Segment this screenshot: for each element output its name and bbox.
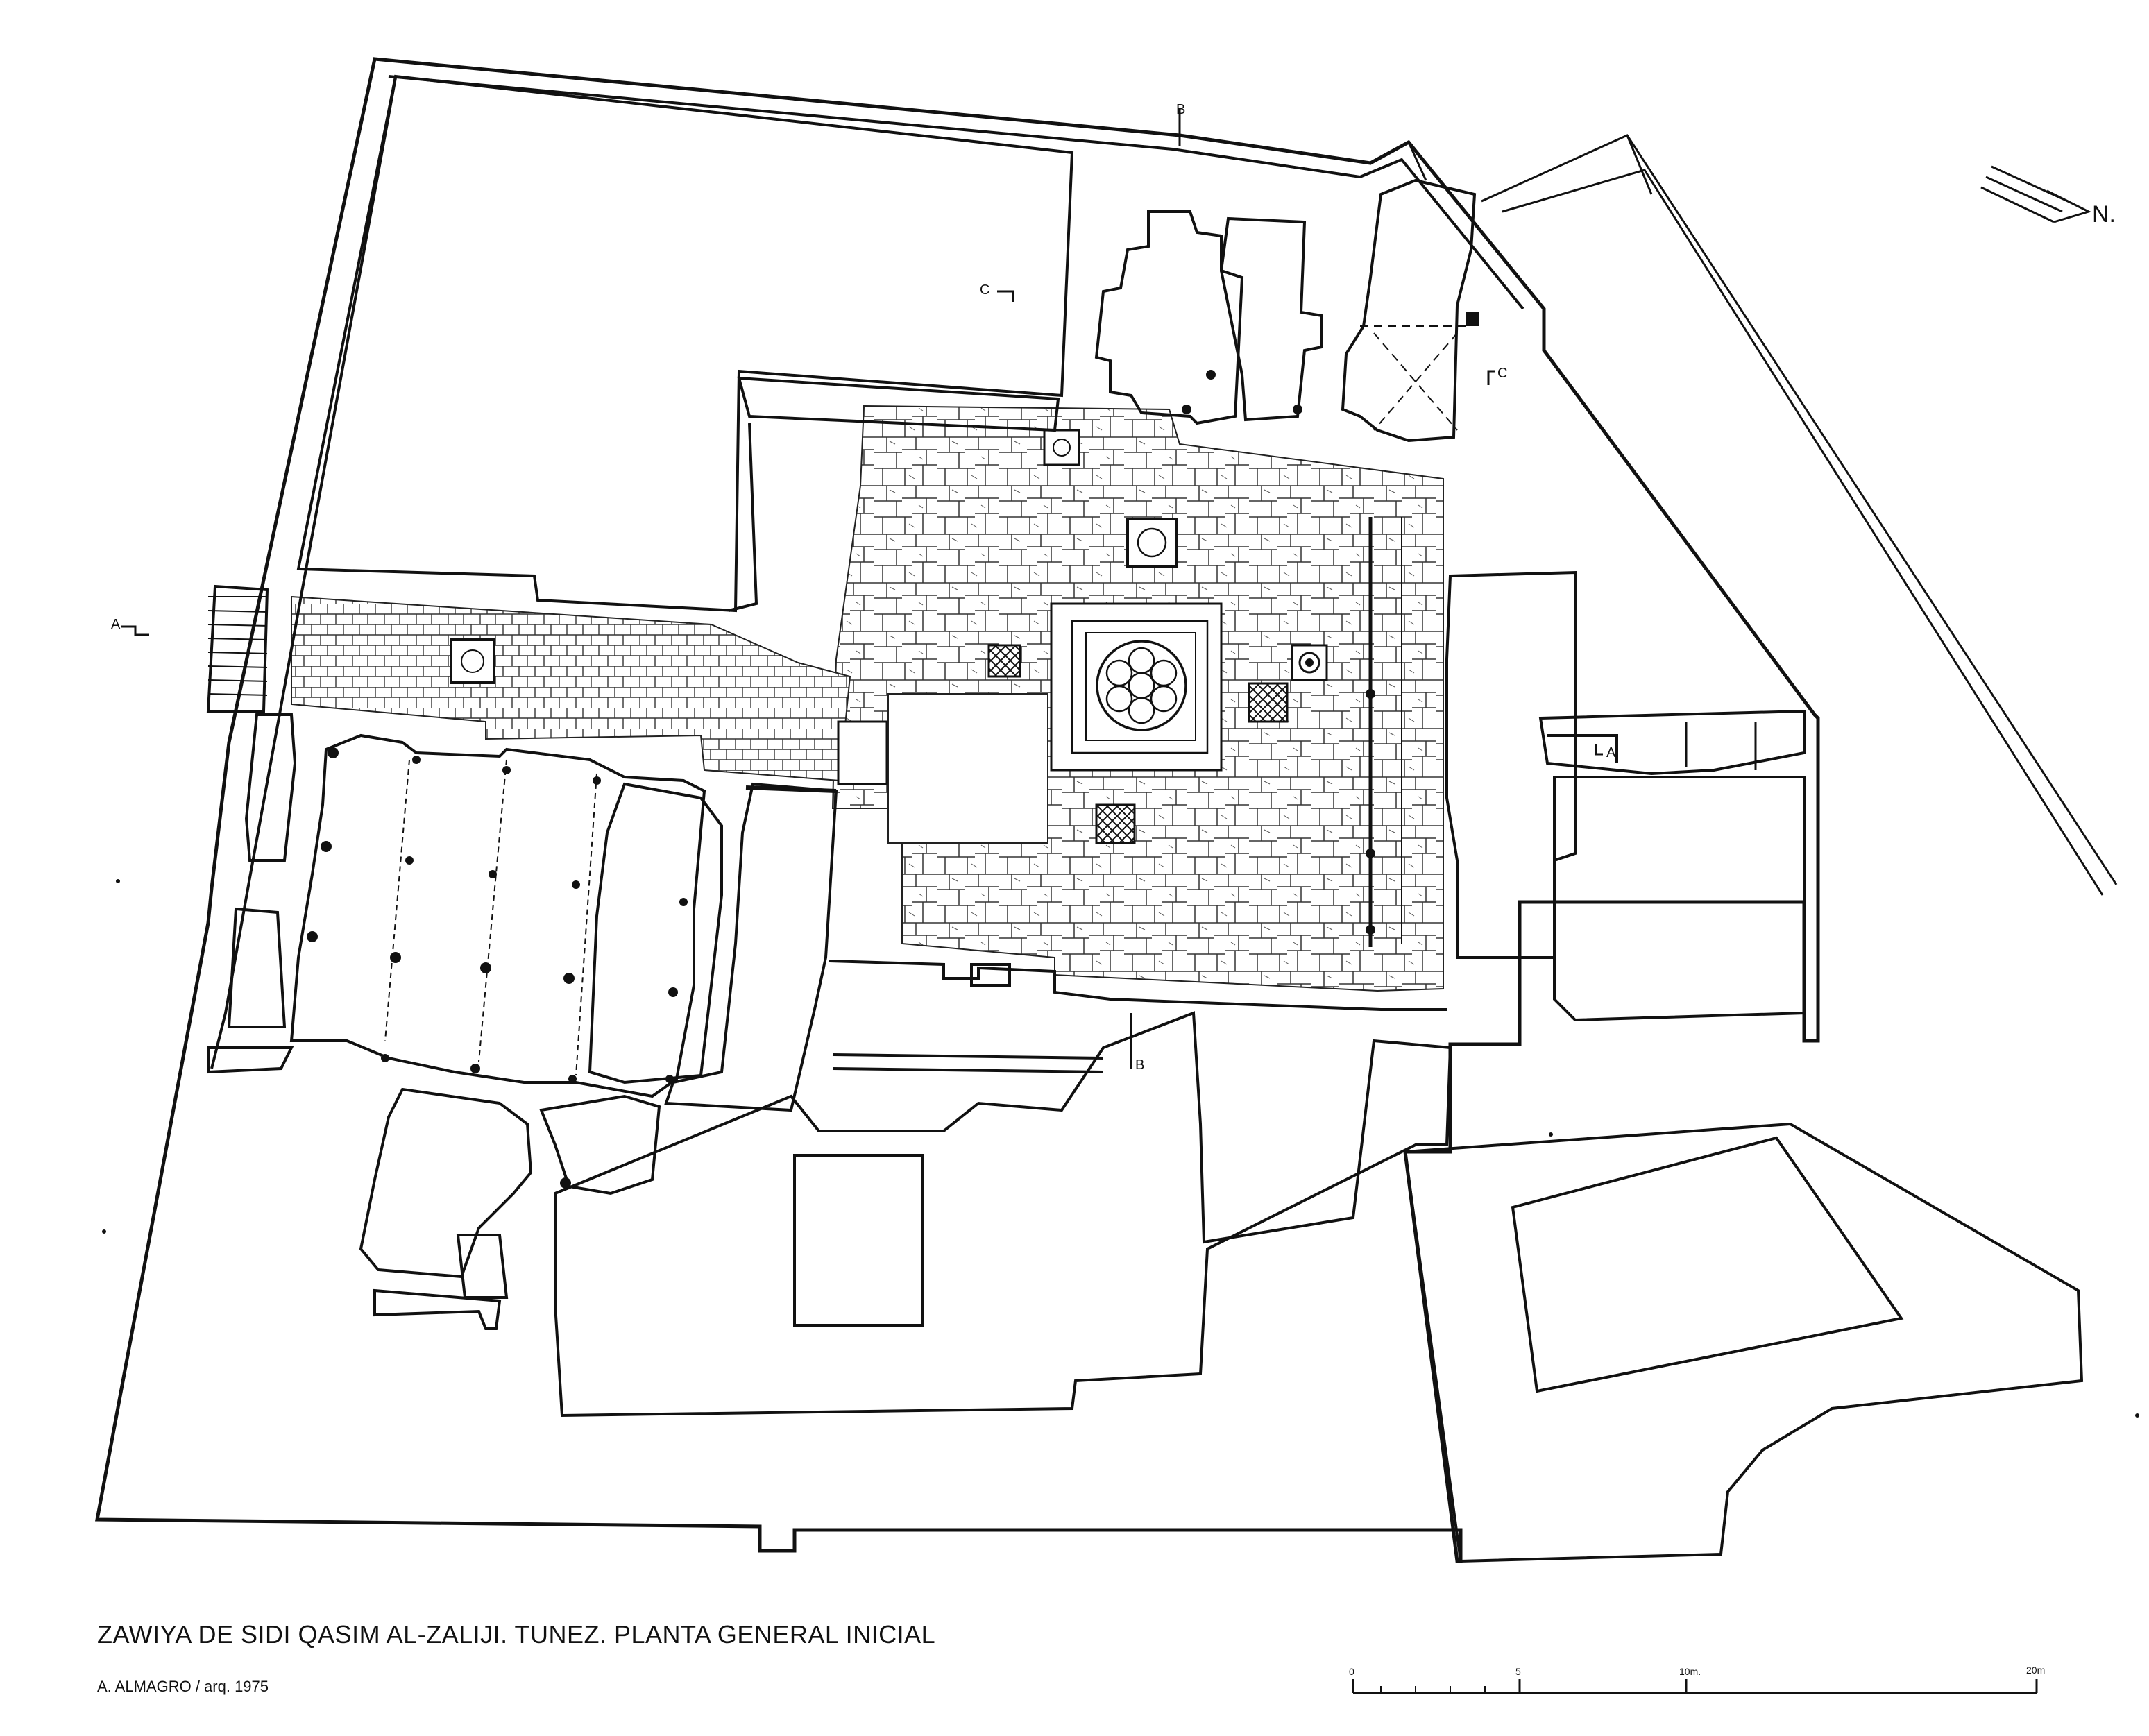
walls bbox=[94, 57, 2084, 1563]
basin-panels bbox=[450, 429, 1328, 844]
drawing-author: A. ALMAGRO / arq. 1975 bbox=[97, 1678, 269, 1695]
section-marker-a-east: A bbox=[1606, 745, 1616, 760]
section-marker-c-east: C bbox=[1497, 366, 1508, 381]
section-marker-b-south: B bbox=[1135, 1057, 1145, 1073]
survey-points bbox=[102, 879, 2139, 1418]
drawing-title: ZAWIYA DE SIDI QASIM AL-ZALIJI. TUNEZ. P… bbox=[97, 1620, 936, 1649]
paving-plain-area bbox=[887, 693, 1048, 844]
section-marker-b-north: B bbox=[1176, 102, 1186, 117]
central-fountain bbox=[1050, 602, 1223, 772]
scale-label-20: 20m bbox=[2026, 1665, 2046, 1676]
north-arrow-icon bbox=[1980, 165, 2092, 223]
scale-label-5: 5 bbox=[1515, 1666, 1521, 1677]
columns bbox=[307, 370, 1375, 1189]
street-lines bbox=[1407, 134, 2118, 896]
section-marker-c-west: C bbox=[980, 282, 990, 298]
north-label: N. bbox=[2092, 201, 2116, 228]
scale-bar bbox=[1352, 1679, 2038, 1694]
section-marker-lines bbox=[121, 108, 1603, 1069]
scale-label-0: 0 bbox=[1349, 1666, 1354, 1677]
section-marker-a-west: A bbox=[111, 617, 121, 632]
scale-label-10: 10m. bbox=[1679, 1666, 1701, 1677]
